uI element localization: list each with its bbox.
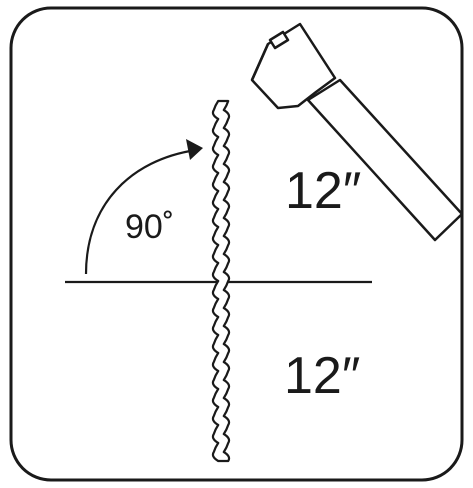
upper-length-label: 12″ xyxy=(285,162,361,220)
hammer-handle xyxy=(306,78,464,242)
hammer-head-detail xyxy=(250,43,270,81)
rebar-stake-icon xyxy=(211,99,231,463)
hammer-icon xyxy=(250,22,464,242)
lower-length-label: 12″ xyxy=(284,347,360,405)
angle-label: 90˚ xyxy=(125,208,174,246)
curved-arrow-icon xyxy=(84,139,203,275)
diagram-frame xyxy=(9,6,464,482)
hammer-strike-face xyxy=(268,30,290,50)
